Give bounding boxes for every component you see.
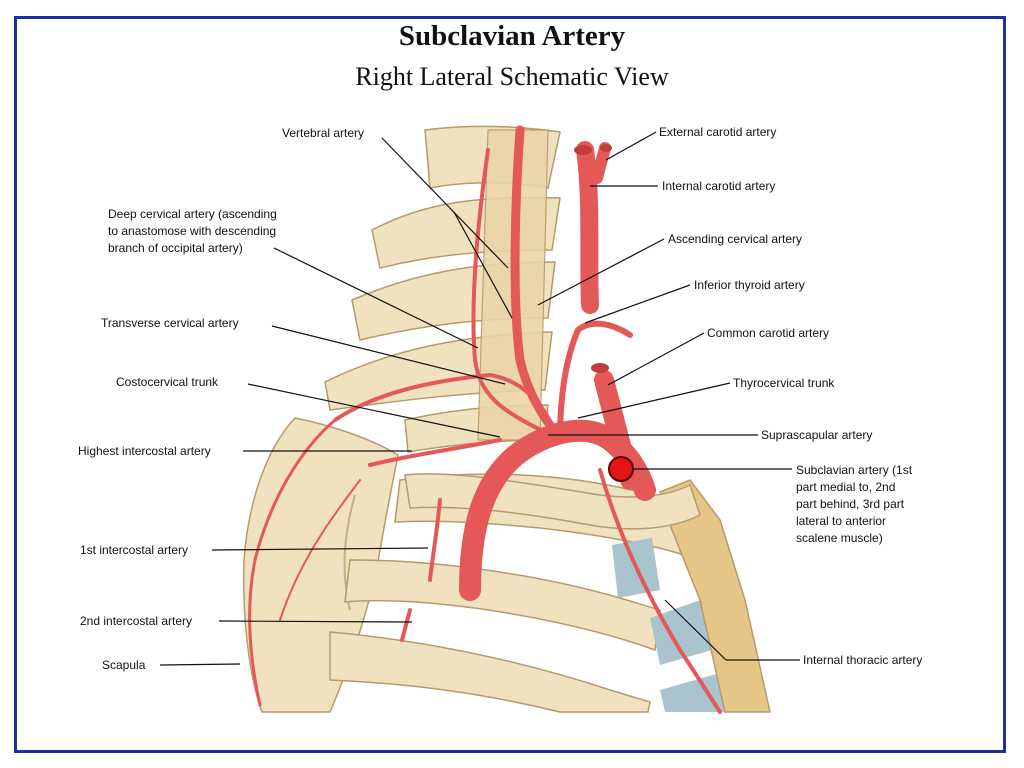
subclavian-marker <box>608 456 634 482</box>
diagram-subtitle: Right Lateral Schematic View <box>355 62 669 91</box>
label-deep-cervical-line-2: to anastomose with descending <box>108 224 277 238</box>
label-internal-thoracic-artery: Internal thoracic artery <box>803 653 923 667</box>
label-scapula: Scapula <box>102 658 146 672</box>
label-vertebral-artery: Vertebral artery <box>282 126 365 140</box>
label-transverse-cervical-artery: Transverse cervical artery <box>101 316 239 330</box>
label-suprascapular-artery: Suprascapular artery <box>761 428 873 442</box>
vessel-ends <box>574 144 612 373</box>
label-subclavian-line-4: lateral to anterior <box>796 514 887 528</box>
label-deep-cervical-line-3: branch of occipital artery) <box>108 241 243 255</box>
label-internal-carotid-artery: Internal carotid artery <box>662 179 776 193</box>
diagram-title: Subclavian Artery <box>398 20 626 52</box>
label-external-carotid-artery: External carotid artery <box>659 125 777 139</box>
label-subclavian-line-1: Subclavian artery (1st <box>796 463 913 477</box>
label-ascending-cervical-artery: Ascending cervical artery <box>668 232 803 246</box>
label-subclavian-line-5: scalene muscle) <box>796 531 883 545</box>
label-deep-cervical-line-1: Deep cervical artery (ascending <box>108 207 277 221</box>
label-common-carotid-artery: Common carotid artery <box>707 326 830 340</box>
label-subclavian-line-3: part behind, 3rd part <box>796 497 905 511</box>
spine <box>324 125 561 453</box>
label-subclavian-line-2: part medial to, 2nd <box>796 480 896 494</box>
label-inferior-thyroid-artery: Inferior thyroid artery <box>694 278 805 292</box>
label-highest-intercostal-artery: Highest intercostal artery <box>78 444 211 458</box>
label-first-intercostal-artery: 1st intercostal artery <box>80 543 189 557</box>
label-costocervical-trunk: Costocervical trunk <box>116 375 219 389</box>
leader-lines <box>159 131 800 666</box>
label-deep-cervical-artery: Deep cervical artery (ascending to anast… <box>108 206 328 257</box>
label-subclavian-artery: Subclavian artery (1st part medial to, 2… <box>796 462 976 547</box>
label-second-intercostal-artery: 2nd intercostal artery <box>80 614 193 628</box>
label-thyrocervical-trunk: Thyrocervical trunk <box>733 376 835 390</box>
arteries <box>248 125 722 714</box>
